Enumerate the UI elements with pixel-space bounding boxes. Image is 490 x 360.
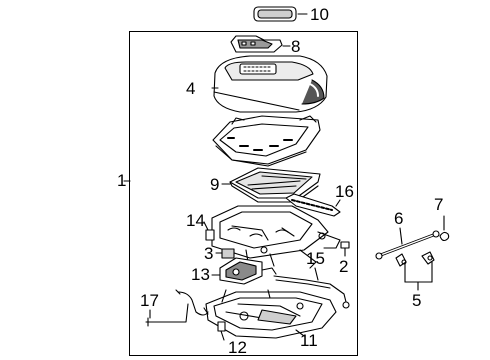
callout-4: 4 [186,79,196,98]
part-17-wire [145,289,209,327]
part-6-rod [375,227,440,260]
callout-3: 3 [204,244,214,263]
part-lower-frame [211,205,341,269]
callout-8: 8 [291,37,301,56]
part-2-bolt [340,241,350,257]
part-16-harness [285,193,341,217]
callout-12: 12 [228,338,247,357]
part-8-tray [230,35,291,53]
part-5-brackets [395,251,435,291]
callout-1: 1 [117,171,127,190]
part-9-pad [221,167,321,203]
assembly-frame [129,31,358,356]
callout-9: 9 [210,175,220,194]
callout-10: 10 [310,5,329,24]
callout-14: 14 [186,211,205,230]
callout-2: 2 [339,257,349,276]
part-7-clip [439,215,450,242]
callout-13: 13 [191,265,210,284]
part-12-fastener [217,321,226,341]
callout-11: 11 [300,331,318,350]
callout-5: 5 [412,291,422,310]
part-4-cushion [211,55,328,113]
callout-6: 6 [394,209,404,228]
part-upper-frame [212,115,321,167]
part-13-motor [211,257,277,285]
callout-15: 15 [306,249,325,268]
part-14-bracket [203,221,215,241]
callout-7: 7 [434,195,444,214]
part-3-connector [215,248,235,259]
callout-17: 17 [140,291,159,310]
part-10-lid [253,6,308,22]
callout-16: 16 [335,182,354,201]
part-15-cable [273,267,350,309]
